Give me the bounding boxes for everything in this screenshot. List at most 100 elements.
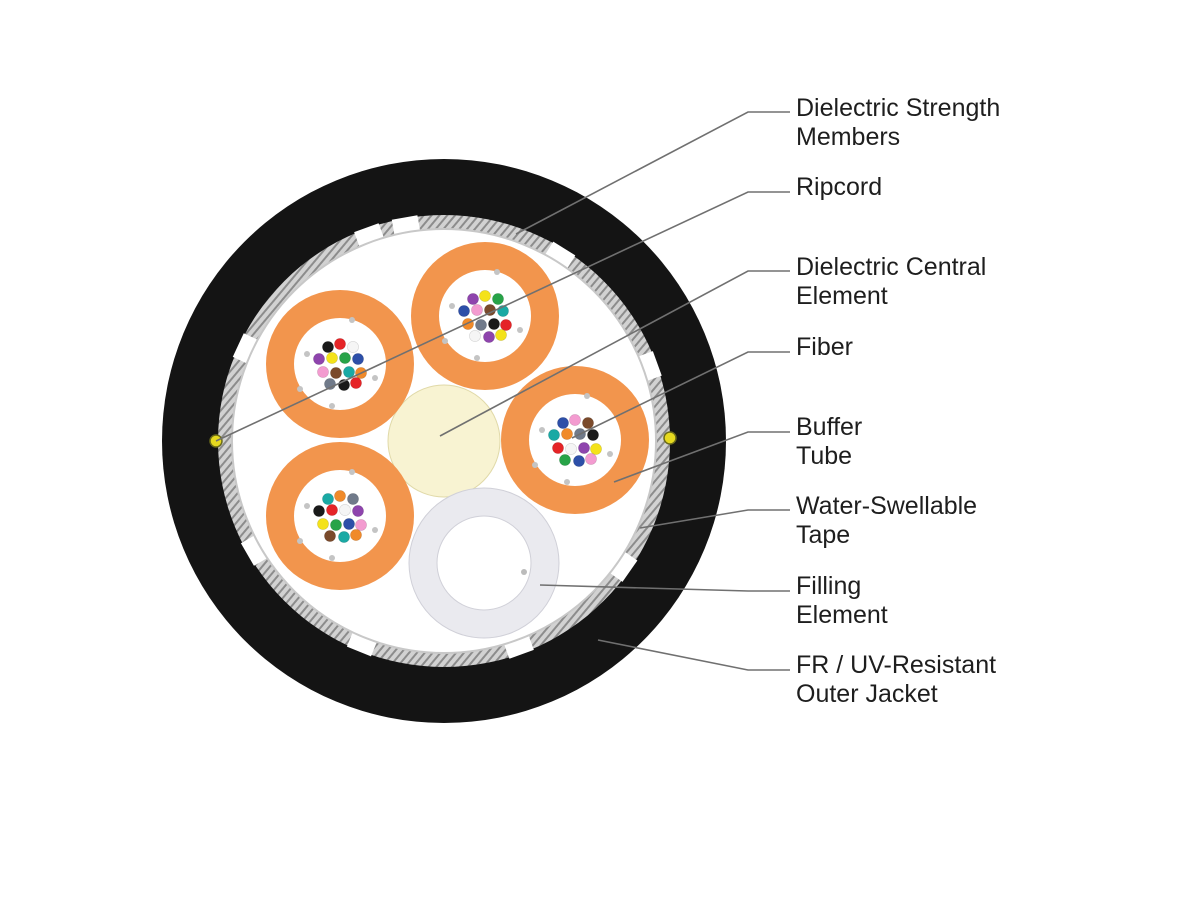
fiber — [488, 318, 500, 330]
gel-dot — [532, 462, 538, 468]
gel-dot — [474, 355, 480, 361]
fiber — [479, 290, 491, 302]
buffer-tube — [266, 442, 414, 590]
fiber — [559, 454, 571, 466]
label-line: Dielectric Strength — [796, 94, 1001, 122]
gel-dot — [539, 427, 545, 433]
fiber — [582, 417, 594, 429]
gel-dot — [607, 451, 613, 457]
fiber — [552, 442, 564, 454]
label-line: Dielectric Central — [796, 253, 987, 281]
fiber — [334, 338, 346, 350]
fiber — [343, 518, 355, 530]
fiber — [590, 443, 602, 455]
gel-dot — [329, 555, 335, 561]
fiber — [324, 530, 336, 542]
fiber — [585, 453, 597, 465]
fiber — [343, 366, 355, 378]
fiber — [334, 490, 346, 502]
label-line: Water-Swellable — [796, 492, 978, 520]
gel-dot — [494, 269, 500, 275]
fiber — [313, 353, 325, 365]
strength-member-gap — [346, 631, 378, 657]
leader-line-strength — [515, 111, 790, 235]
gel-dot — [297, 538, 303, 544]
fiber — [565, 443, 577, 455]
buffer-tube — [501, 366, 649, 514]
fiber — [573, 455, 585, 467]
gel-dot — [304, 503, 310, 509]
fiber — [322, 341, 334, 353]
fiber — [347, 341, 359, 353]
label-line: Tube — [796, 442, 853, 470]
gel-dot — [517, 327, 523, 333]
leader-line-central — [439, 270, 790, 437]
filling-element-core — [436, 515, 532, 611]
gel-dot — [297, 386, 303, 392]
label-line: Element — [796, 601, 888, 629]
fiber — [548, 429, 560, 441]
fiber — [458, 305, 470, 317]
label-line: Buffer — [796, 413, 863, 441]
fiber — [317, 518, 329, 530]
fiber — [350, 377, 362, 389]
gel-dot — [304, 351, 310, 357]
label-line: Filling — [796, 572, 862, 600]
strength-member-gaps — [232, 215, 662, 659]
gel-dot — [564, 479, 570, 485]
filling-element — [408, 487, 560, 639]
buffer-tube — [411, 242, 559, 390]
buffer-tube-gel — [294, 318, 386, 410]
fiber — [500, 319, 512, 331]
fiber — [339, 352, 351, 364]
fiber — [495, 329, 507, 341]
fiber — [317, 366, 329, 378]
strength-member-gap — [354, 223, 385, 248]
label-line: Fiber — [796, 333, 853, 361]
strength-member-gap — [232, 333, 259, 364]
dielectric-central-element — [387, 384, 501, 498]
leader-line-jacket — [597, 639, 790, 671]
fiber — [471, 304, 483, 316]
fiber — [339, 504, 351, 516]
leader-lines — [215, 111, 790, 671]
buffer-tube — [266, 290, 414, 438]
strength-member-gap — [240, 535, 268, 566]
label-line: FR / UV-Resistant — [796, 651, 997, 679]
fiber — [483, 331, 495, 343]
leader-line-ripcord — [215, 191, 790, 442]
fiber — [352, 505, 364, 517]
fiber — [561, 428, 573, 440]
fiber — [347, 493, 359, 505]
strength-member-gap — [637, 351, 662, 382]
leader-line-fiber — [571, 351, 790, 439]
gel-dot — [372, 375, 378, 381]
gel-dot — [349, 317, 355, 323]
fiber — [322, 493, 334, 505]
fiber — [492, 293, 504, 305]
filling-element-dot — [521, 569, 527, 575]
ripcord-strand — [663, 431, 677, 445]
fiber — [352, 353, 364, 365]
tape-edge-line — [231, 228, 657, 654]
gel-dot — [449, 303, 455, 309]
strength-member-gap — [544, 241, 576, 269]
fiber — [569, 414, 581, 426]
gel-dot — [349, 469, 355, 475]
label-line: Ripcord — [796, 173, 883, 201]
label-ripcord: Ripcord — [796, 173, 882, 202]
fiber — [330, 367, 342, 379]
fiber — [578, 442, 590, 454]
leader-line-filling — [539, 584, 790, 592]
leader-line-buffer — [613, 431, 790, 483]
fiber — [587, 429, 599, 441]
fiber — [355, 519, 367, 531]
fiber — [475, 319, 487, 331]
fiber — [462, 318, 474, 330]
